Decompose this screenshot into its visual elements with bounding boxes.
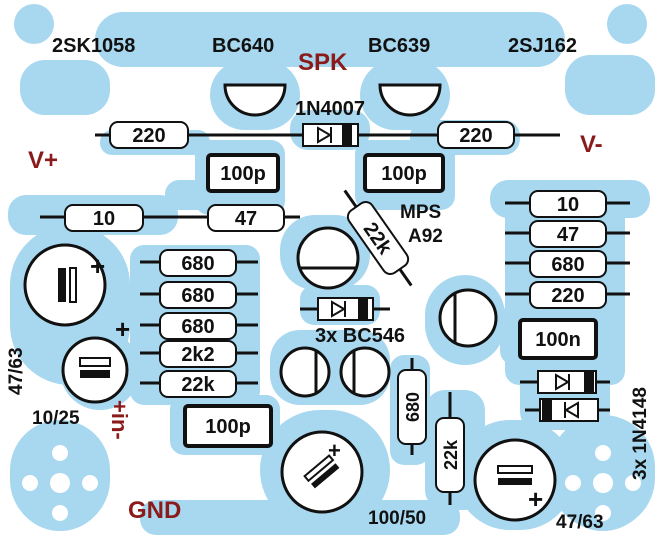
resistor-10-left: 10	[64, 204, 144, 232]
in-label: +in-	[107, 400, 132, 440]
r22k-left-text: 22k	[181, 374, 215, 396]
vminus-label: V-	[580, 131, 603, 158]
q1-label: 2SK1058	[52, 35, 135, 57]
elco-left-bottom-value: 10/25	[32, 408, 80, 429]
elco-bottom-right: +	[473, 438, 557, 522]
resistor-10-right	[529, 190, 607, 218]
resistor-220-right-col	[529, 281, 607, 309]
elco-left-top: +	[23, 243, 107, 327]
cap-100p-a-text: 100p	[220, 163, 266, 185]
resistor-680-b	[159, 281, 237, 309]
resistor-680-vertical: 680	[397, 358, 427, 455]
elco-bottom-mid-plus: +	[328, 438, 341, 463]
resistor-22k-vertical: 22k	[435, 392, 465, 505]
cap-100p-a: 100p	[206, 153, 280, 193]
left-resistor-column: 680 680 680 2k2 22k	[140, 249, 258, 398]
elco-left-top-plus: +	[90, 251, 105, 281]
elco-left-top-value: 47/63	[6, 347, 27, 395]
bc546-label: 3x BC546	[315, 325, 405, 347]
transistor-bc546-a	[279, 346, 331, 398]
resistor-220-right: 220	[437, 121, 515, 149]
mps-line2: A92	[408, 226, 443, 247]
spk-label: SPK	[298, 49, 348, 76]
r47-right-text: 47	[557, 224, 579, 246]
r47-mid-text: 47	[235, 208, 257, 230]
resistor-220-left: 220	[109, 121, 189, 149]
q4-label: 2SJ162	[508, 35, 577, 57]
resistor-22k-diagonal: 22k	[343, 189, 413, 287]
cap-100n-text: 100n	[535, 329, 581, 351]
resistor-680-right	[529, 250, 607, 278]
elco-bottom-right-value: 47/63	[556, 512, 604, 533]
r680-a-text: 680	[181, 253, 214, 275]
elco-bottom-mid: +	[280, 430, 364, 514]
diode-1n4007-label: 1N4007	[295, 98, 365, 120]
mps-line1: MPS	[400, 202, 441, 223]
resistor-47-mid: 47	[207, 204, 285, 232]
cap-100p-c: 100p	[183, 404, 273, 448]
resistor-680-c	[159, 312, 237, 340]
cap-100p-b: 100p	[363, 153, 445, 193]
elco-left-bottom: +	[61, 314, 130, 404]
r220-right-text: 220	[459, 125, 492, 147]
diode-middle	[300, 297, 390, 321]
elco-bottom-mid-value: 100/50	[368, 508, 426, 529]
cap-100n: 100n	[518, 318, 598, 360]
diode-1n4148-a	[520, 370, 610, 394]
r22k-vert-text: 22k	[441, 439, 461, 470]
elco-left-bottom-plus: +	[115, 314, 130, 344]
cap-100p-c-text: 100p	[205, 416, 251, 438]
resistor-47-right	[529, 220, 607, 248]
diode-1n4148-label: 3x 1N4148	[630, 387, 651, 480]
q2-label: BC640	[212, 35, 274, 57]
transistor-bc639	[378, 83, 442, 117]
resistor-2k2	[159, 340, 237, 368]
diode-1n4007	[302, 123, 359, 147]
resistor-22k-left	[159, 370, 237, 398]
q3-label: BC639	[368, 35, 430, 57]
r220-left-text: 220	[132, 125, 165, 147]
right-resistor-column: 10 47 680 220	[505, 190, 630, 309]
resistor-680-a	[159, 249, 237, 277]
r680-c-text: 680	[181, 316, 214, 338]
r10-left-text: 10	[93, 208, 115, 230]
cap-100p-b-text: 100p	[381, 163, 427, 185]
vplus-label: V+	[28, 147, 58, 174]
transistor-bc546-c	[438, 288, 498, 348]
transistor-bc640	[223, 83, 287, 117]
r2k2-text: 2k2	[181, 344, 214, 366]
r220-right-col-text: 220	[551, 285, 584, 307]
r680-right-text: 680	[551, 254, 584, 276]
r680-vert-text: 680	[403, 392, 423, 422]
transistor-mpsa92	[296, 226, 360, 290]
transistor-bc546-b	[339, 346, 391, 398]
diode-1n4148-b	[525, 398, 610, 422]
r10-right-text: 10	[557, 194, 579, 216]
elco-bottom-right-plus: +	[528, 484, 543, 514]
r680-b-text: 680	[181, 285, 214, 307]
gnd-label: GND	[128, 497, 181, 524]
